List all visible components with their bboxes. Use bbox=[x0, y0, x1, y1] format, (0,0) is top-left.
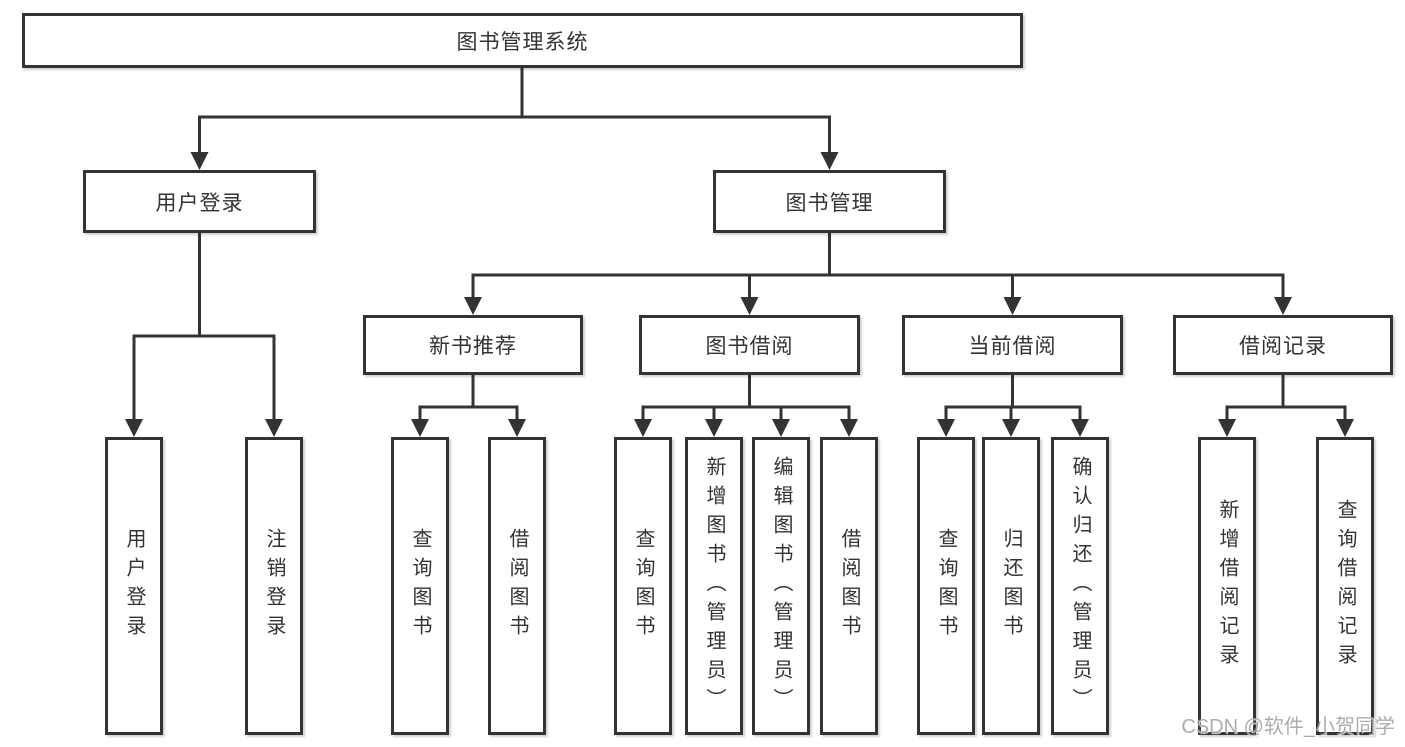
node-label: 用户登录 bbox=[123, 528, 145, 644]
node-leaf-query-books-borrow: 查询图书 bbox=[614, 437, 672, 735]
node-leaf-user-login: 用户登录 bbox=[105, 437, 163, 735]
node-leaf-logout: 注销登录 bbox=[245, 437, 303, 735]
node-leaf-edit-book-admin: 编辑图书（管理员） bbox=[752, 437, 810, 735]
node-label: 借阅记录 bbox=[1239, 335, 1327, 358]
node-label: 查询图书 bbox=[409, 528, 431, 644]
node-leaf-query-books-recommend: 查询图书 bbox=[391, 437, 449, 735]
node-label: 确认归还（管理员） bbox=[1069, 455, 1091, 717]
node-label: 用户登录 bbox=[155, 191, 244, 215]
node-borrow-records: 借阅记录 bbox=[1173, 315, 1393, 375]
node-leaf-borrow-books: 借阅图书 bbox=[820, 437, 878, 735]
node-current-borrow: 当前借阅 bbox=[902, 315, 1123, 375]
node-leaf-add-borrow-record: 新增借阅记录 bbox=[1198, 437, 1256, 735]
node-label: 当前借阅 bbox=[968, 335, 1057, 358]
node-label: 查询借阅记录 bbox=[1334, 499, 1356, 673]
node-label: 借阅图书 bbox=[838, 528, 860, 644]
node-leaf-return-book: 归还图书 bbox=[982, 437, 1040, 735]
node-label: 图书管理系统 bbox=[456, 30, 589, 54]
node-label: 新增图书（管理员） bbox=[703, 455, 725, 717]
node-leaf-query-books-current: 查询图书 bbox=[917, 437, 975, 735]
watermark-text: CSDN @软件_小贺同学 bbox=[1181, 716, 1395, 738]
node-label: 新书推荐 bbox=[429, 335, 517, 358]
node-label: 新增借阅记录 bbox=[1216, 499, 1238, 673]
node-label: 查询图书 bbox=[632, 528, 654, 644]
node-label: 图书借阅 bbox=[705, 335, 794, 358]
node-new-book-recommend: 新书推荐 bbox=[363, 315, 583, 375]
node-label: 归还图书 bbox=[1000, 528, 1022, 644]
node-user-login: 用户登录 bbox=[83, 170, 316, 233]
node-leaf-query-borrow-record: 查询借阅记录 bbox=[1316, 437, 1374, 735]
node-book-borrow: 图书借阅 bbox=[639, 315, 860, 375]
node-leaf-add-book-admin: 新增图书（管理员） bbox=[685, 437, 743, 735]
node-leaf-borrow-books-recommend: 借阅图书 bbox=[488, 437, 546, 735]
node-label: 注销登录 bbox=[263, 528, 285, 644]
node-label: 查询图书 bbox=[935, 528, 957, 644]
node-leaf-confirm-return-admin: 确认归还（管理员） bbox=[1051, 437, 1109, 735]
node-book-management: 图书管理 bbox=[713, 170, 946, 233]
node-label: 借阅图书 bbox=[506, 528, 528, 644]
node-root: 图书管理系统 bbox=[22, 13, 1023, 68]
node-label: 编辑图书（管理员） bbox=[770, 455, 792, 717]
node-label: 图书管理 bbox=[785, 191, 874, 215]
